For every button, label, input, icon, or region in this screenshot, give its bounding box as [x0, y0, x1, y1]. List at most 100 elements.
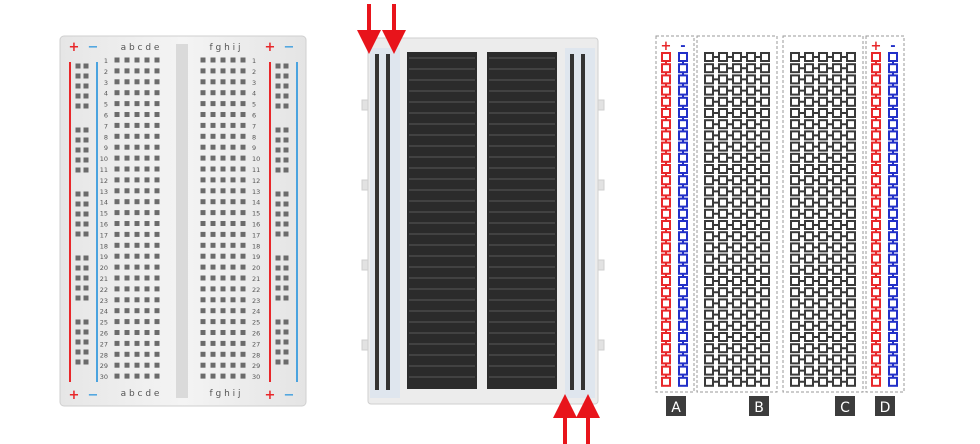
hole	[114, 133, 120, 139]
hole	[114, 308, 120, 314]
row-terminal	[746, 152, 756, 163]
row-terminal	[790, 309, 800, 320]
hole	[210, 166, 216, 172]
row-terminal	[760, 74, 770, 85]
rail-hole	[83, 255, 89, 261]
row-terminal	[818, 85, 828, 96]
hole	[124, 308, 130, 314]
row-number: 9	[104, 144, 108, 152]
hole	[220, 57, 226, 63]
hole	[114, 231, 120, 237]
row-terminal	[718, 242, 728, 253]
hole	[200, 199, 206, 205]
hole	[220, 112, 226, 117]
hole	[114, 330, 120, 335]
rail-terminal	[678, 309, 688, 320]
row-terminal	[790, 242, 800, 253]
hole	[200, 319, 206, 325]
hole	[240, 308, 246, 314]
rail-terminal	[661, 164, 671, 174]
hole	[134, 221, 140, 226]
hole	[230, 166, 236, 172]
row-terminal	[790, 85, 800, 96]
hole	[114, 101, 120, 107]
row-terminal	[804, 96, 814, 107]
hole	[210, 101, 216, 107]
row-terminal	[846, 85, 856, 96]
left-strip-block	[407, 52, 477, 389]
hole	[114, 144, 120, 150]
row-terminal	[732, 197, 742, 208]
row-terminal	[732, 164, 742, 174]
hole	[144, 373, 150, 379]
hole	[220, 199, 226, 205]
hole	[220, 340, 226, 346]
row-terminal	[732, 298, 742, 309]
row-terminal	[746, 231, 756, 242]
hole	[240, 79, 246, 85]
row-terminal	[790, 119, 800, 130]
rail-terminal	[888, 175, 898, 186]
row-terminal	[846, 276, 856, 286]
hole	[124, 144, 130, 150]
row-terminal	[846, 141, 856, 152]
row-terminal	[704, 309, 714, 320]
row-terminal	[804, 130, 814, 141]
row-terminal	[818, 343, 828, 354]
row-number: 20	[100, 264, 108, 272]
hole	[240, 188, 246, 194]
down-arrow-icon	[357, 4, 381, 54]
rail-terminal	[888, 276, 898, 286]
hole	[210, 177, 216, 183]
row-number: 22	[100, 286, 108, 294]
hole	[114, 122, 120, 128]
rail-terminal	[888, 264, 898, 275]
row-terminal	[790, 276, 800, 286]
row-terminal	[804, 264, 814, 275]
hole	[134, 373, 140, 379]
row-terminal	[818, 376, 828, 387]
left-minus-sign-bottom: −	[88, 388, 99, 403]
row-terminal	[846, 175, 856, 186]
rail-hole	[83, 103, 89, 109]
hole	[200, 112, 206, 117]
row-terminal	[760, 164, 770, 174]
rail-hole	[83, 295, 89, 301]
row-terminal	[846, 264, 856, 275]
row-number: 4	[104, 90, 108, 98]
row-terminal	[760, 85, 770, 96]
hole	[200, 177, 206, 183]
hole	[220, 330, 226, 335]
rail-terminal	[678, 376, 688, 387]
row-terminal	[818, 287, 828, 298]
rail-terminal	[888, 152, 898, 163]
connection-chains	[661, 52, 898, 387]
hole	[144, 155, 150, 161]
rail-terminal	[661, 253, 671, 264]
row-terminal	[718, 63, 728, 74]
hole	[154, 177, 160, 183]
row-terminal	[732, 141, 742, 152]
hole	[210, 308, 216, 314]
hole	[144, 242, 150, 248]
row-terminal	[704, 343, 714, 354]
row-terminal	[832, 231, 842, 242]
row-number: 18	[100, 242, 108, 250]
rail-hole	[83, 191, 89, 197]
hole	[220, 221, 226, 226]
row-terminal	[846, 164, 856, 174]
rail-hole	[275, 191, 281, 197]
row-terminal	[718, 96, 728, 107]
hole	[114, 112, 120, 117]
rail-terminal	[678, 231, 688, 242]
hole	[134, 286, 140, 292]
row-terminal	[732, 108, 742, 118]
breadboard-back-view	[357, 4, 605, 444]
row-terminal	[746, 197, 756, 208]
row-terminal	[846, 186, 856, 197]
hole	[200, 144, 206, 150]
hole	[124, 275, 130, 281]
hole	[134, 231, 140, 237]
side-tab	[597, 259, 605, 271]
row-terminal	[760, 119, 770, 130]
